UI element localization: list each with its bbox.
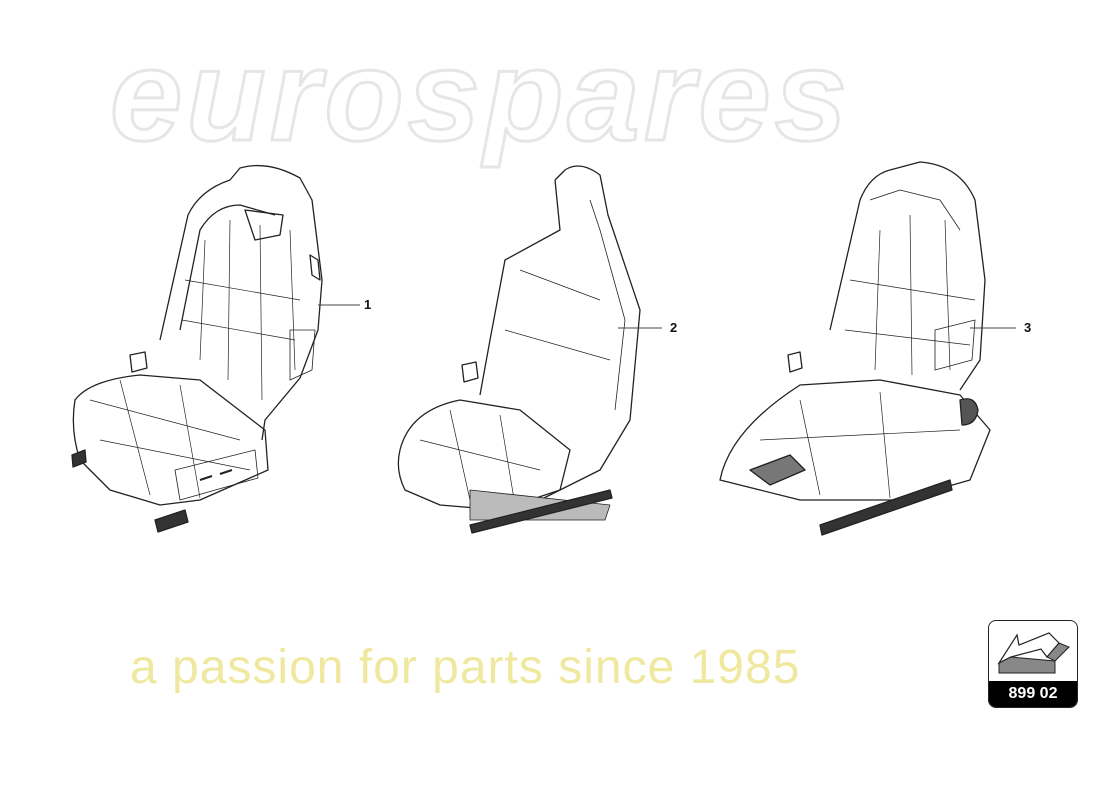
seat-3-drawing xyxy=(719,161,991,536)
part-group-code: 899 02 xyxy=(989,681,1077,707)
seat-2-drawing xyxy=(397,165,641,534)
watermark-brand: eurospares xyxy=(109,21,851,170)
part-group-badge: 899 02 xyxy=(988,620,1078,708)
callout-1-label: 1 xyxy=(364,297,372,312)
callout-2-label: 2 xyxy=(670,320,678,335)
watermark-tagline: a passion for parts since 1985 xyxy=(130,641,801,694)
callout-3-label: 3 xyxy=(1024,320,1032,335)
arrow-block-icon xyxy=(997,632,1070,674)
seat-1-drawing xyxy=(71,164,323,533)
